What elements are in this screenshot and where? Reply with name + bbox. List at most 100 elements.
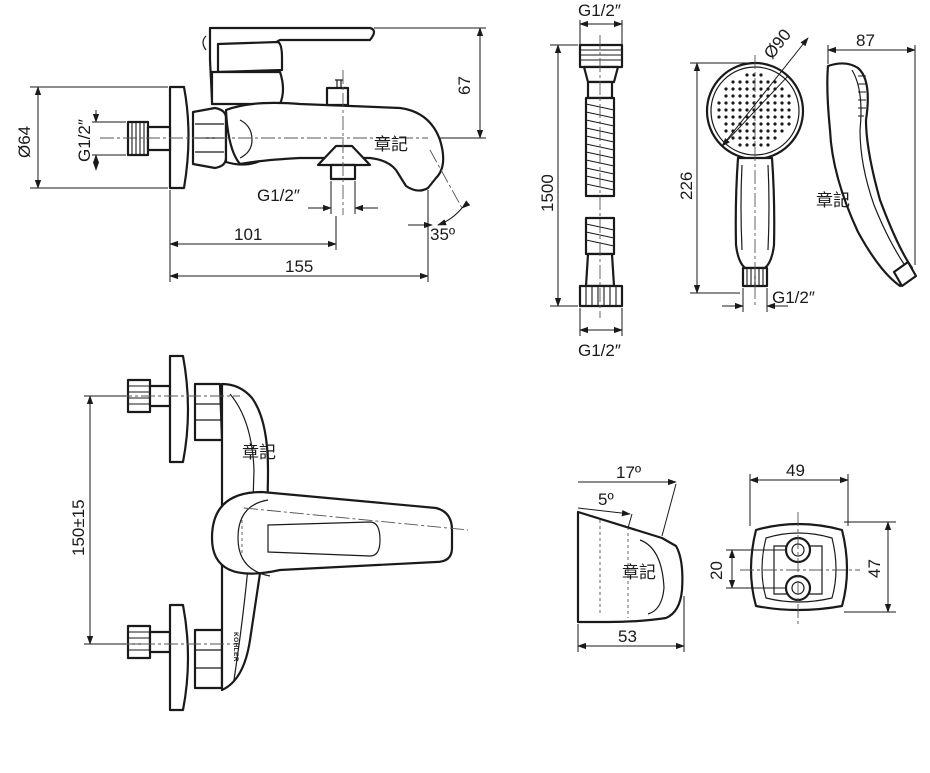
watermark-holder: 章記 xyxy=(622,563,656,583)
inlet-thread xyxy=(126,120,150,157)
spray-nozzle-dot xyxy=(717,108,721,112)
outlet-thread-label: G1/2″ xyxy=(257,186,300,205)
spray-nozzle-dot xyxy=(738,101,742,105)
holder-height-label: 47 xyxy=(865,559,884,578)
lower-inlet-thread xyxy=(126,624,152,660)
diverter-knob xyxy=(325,86,350,107)
spray-nozzle-dot xyxy=(731,115,735,119)
spray-nozzle-dot xyxy=(724,94,728,98)
centers-label: 150±15 xyxy=(69,499,88,556)
watermark-side: 章記 xyxy=(374,135,408,155)
spray-nozzle-dot xyxy=(766,122,770,126)
spray-nozzle-dot xyxy=(766,136,770,140)
spray-nozzle-dot xyxy=(745,129,749,133)
spray-nozzle-dot xyxy=(759,73,763,77)
height-label: 67 xyxy=(455,76,474,95)
spray-nozzle-dot xyxy=(724,108,728,112)
spray-nozzle-dot xyxy=(745,80,749,84)
spray-nozzle-dot xyxy=(766,101,770,105)
spray-nozzle-dot xyxy=(731,108,735,112)
spray-nozzle-dot xyxy=(759,143,763,147)
spray-nozzle-dot xyxy=(773,122,777,126)
hole-spacing-label: 20 xyxy=(707,561,726,580)
spray-nozzle-dot xyxy=(731,87,735,91)
hose-length-label: 1500 xyxy=(538,174,557,212)
spray-nozzle-dot xyxy=(752,115,756,119)
spray-nozzle-dot xyxy=(724,87,728,91)
spray-nozzle-dot xyxy=(738,80,742,84)
spray-nozzle-dot xyxy=(787,101,791,105)
spray-nozzle-dot xyxy=(717,115,721,119)
spray-nozzle-dot xyxy=(724,129,728,133)
spray-nozzles xyxy=(717,73,791,147)
spray-nozzle-dot xyxy=(724,101,728,105)
shower-length-label: 226 xyxy=(677,172,696,200)
spray-nozzle-dot xyxy=(787,108,791,112)
spray-nozzle-dot xyxy=(773,87,777,91)
spray-nozzle-dot xyxy=(759,115,763,119)
spray-nozzle-dot xyxy=(773,108,777,112)
holder-side-profile xyxy=(576,510,684,624)
front-lever-handle xyxy=(210,490,454,575)
outlet-depth-label: 101 xyxy=(234,225,262,244)
spray-nozzle-dot xyxy=(731,94,735,98)
spray-nozzle-dot xyxy=(787,122,791,126)
spray-nozzle-dot xyxy=(717,101,721,105)
spray-nozzle-dot xyxy=(759,87,763,91)
spray-nozzle-dot xyxy=(745,87,749,91)
holder-width-label: 49 xyxy=(786,461,805,480)
spray-nozzle-dot xyxy=(773,94,777,98)
spray-nozzle-dot xyxy=(766,115,770,119)
spray-nozzle-dot xyxy=(766,143,770,147)
holder-inner-angle-label: 5º xyxy=(598,490,614,509)
shower-thread-label: G1/2″ xyxy=(772,288,815,307)
hose-bottom-thread-label: G1/2″ xyxy=(578,341,621,360)
lower-wall-flange xyxy=(168,603,190,712)
hand-shower-front-view: 226 Ø90 G1/2″ xyxy=(677,25,815,312)
spray-nozzle-dot xyxy=(780,101,784,105)
shower-side-profile xyxy=(826,62,914,288)
spray-nozzle-dot xyxy=(766,108,770,112)
spray-nozzle-dot xyxy=(731,101,735,105)
wall-flange xyxy=(168,85,190,190)
hose-bottom-nut xyxy=(578,284,624,308)
spray-nozzle-dot xyxy=(759,80,763,84)
head-diameter-label: Ø90 xyxy=(760,25,795,62)
shower-depth-label: 87 xyxy=(856,31,875,50)
upper-wall-flange xyxy=(168,354,190,464)
spray-nozzle-dot xyxy=(780,129,784,133)
spray-nozzle-dot xyxy=(731,122,735,126)
spray-nozzle-dot xyxy=(731,136,735,140)
brand-label: KOHLER xyxy=(232,632,239,662)
spray-nozzle-dot xyxy=(745,136,749,140)
spray-nozzle-dot xyxy=(759,136,763,140)
spray-nozzle-dot xyxy=(780,108,784,112)
spray-nozzle-dot xyxy=(773,101,777,105)
spray-nozzle-dot xyxy=(759,122,763,126)
hose-top-thread-label: G1/2″ xyxy=(578,1,621,20)
lower-hex-nut xyxy=(193,628,224,690)
holder-outer-angle-label: 17º xyxy=(616,463,641,482)
spray-nozzle-dot xyxy=(745,94,749,98)
spray-nozzle-dot xyxy=(773,136,777,140)
spray-nozzle-dot xyxy=(731,80,735,84)
holder-depth-label: 53 xyxy=(618,627,637,646)
spray-nozzle-dot xyxy=(752,143,756,147)
watermark-front: 章記 xyxy=(242,443,276,463)
flange-diameter-label: Ø64 xyxy=(15,126,34,158)
spray-nozzle-dot xyxy=(780,115,784,119)
hand-shower-side-view: 87 章記 xyxy=(816,31,918,288)
upper-hex-nut xyxy=(193,382,224,442)
inlet-thread-label: G1/2″ xyxy=(75,119,94,162)
spray-nozzle-dot xyxy=(738,143,742,147)
spray-nozzle-dot xyxy=(766,129,770,133)
holder-side-view: 17º 5º 53 章記 xyxy=(576,463,685,652)
spray-nozzle-dot xyxy=(745,143,749,147)
hose-top-nut xyxy=(578,43,624,69)
spray-nozzle-dot xyxy=(738,94,742,98)
spray-nozzle-dot xyxy=(773,115,777,119)
spray-nozzle-dot xyxy=(738,136,742,140)
spray-nozzle-dot xyxy=(724,122,728,126)
spray-nozzle-dot xyxy=(780,87,784,91)
